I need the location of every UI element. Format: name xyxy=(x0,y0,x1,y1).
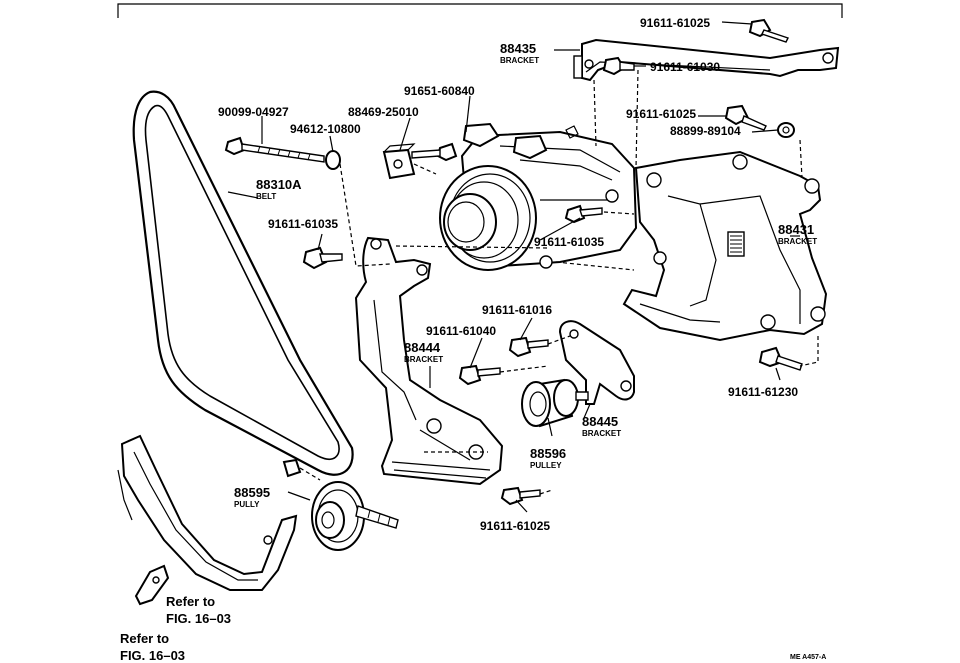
belt-guard-drawing xyxy=(117,434,298,591)
part-label-91611-61030: 91611-61030 xyxy=(650,60,720,74)
part-label-90099-04927: 90099-04927 xyxy=(218,105,289,119)
compressor-drawing xyxy=(439,122,638,271)
part-label-94612-10800: 94612-10800 xyxy=(290,122,361,136)
part-label-88469-25010: 88469-25010 xyxy=(348,105,419,119)
reference-2-line1[interactable]: Refer to xyxy=(120,631,169,646)
bolt-91611-61035-left xyxy=(302,246,343,270)
reference-1-line2[interactable]: FIG. 16–03 xyxy=(166,611,231,626)
part-label-88596: 88596 xyxy=(530,446,566,461)
leader-lines xyxy=(227,21,800,513)
part-label-88595: 88595 xyxy=(234,485,270,500)
part-label-91611-61035-center: 91611-61035 xyxy=(534,235,604,249)
pulley-88596-drawing xyxy=(521,378,589,428)
belt-drawing xyxy=(132,90,354,476)
bolt-91611-61230 xyxy=(758,346,803,371)
bracket-88444-drawing xyxy=(354,236,504,486)
nut-88469-25010 xyxy=(382,143,416,180)
part-label-88444: 88444 xyxy=(404,340,441,355)
bolt-small-left xyxy=(282,458,302,478)
pulley-88595-drawing xyxy=(311,481,399,551)
washer-88899-89104 xyxy=(777,122,795,138)
part-label-91611-61016: 91611-61016 xyxy=(482,303,552,317)
bolt-91611-61030 xyxy=(602,56,635,76)
part-label-91611-61025-top: 91611-61025 xyxy=(640,16,710,30)
clip-drawing xyxy=(134,564,170,606)
part-label-88899-89104: 88899-89104 xyxy=(670,124,741,138)
part-name-88431: BRACKET xyxy=(778,237,817,246)
part-name-88435: BRACKET xyxy=(500,56,539,65)
part-label-91611-61040: 91611-61040 xyxy=(426,324,496,338)
part-name-88596: PULLEY xyxy=(530,461,562,470)
bolt-90099-04927 xyxy=(224,136,325,163)
figure-code: ME A457-A xyxy=(790,654,826,661)
reference-1-line1[interactable]: Refer to xyxy=(166,594,215,609)
bolt-91611-61035-center xyxy=(564,204,603,224)
bolt-91611-61025-top xyxy=(748,18,789,43)
part-name-88310A: BELT xyxy=(256,192,276,201)
bracket-88435-drawing xyxy=(573,38,840,82)
part-name-88445: BRACKET xyxy=(582,429,621,438)
bolt-91611-61040 xyxy=(458,364,501,386)
bolt-91611-61025-right xyxy=(724,104,767,131)
bracket-88445-drawing xyxy=(558,320,635,405)
bolt-91611-61016 xyxy=(508,336,549,358)
dashed-alignment-lines xyxy=(299,69,819,495)
part-label-88435: 88435 xyxy=(500,41,536,56)
reference-2-line2[interactable]: FIG. 16–03 xyxy=(120,648,185,663)
washer-94612-10800 xyxy=(325,150,341,170)
part-label-91611-61025-right: 91611-61025 xyxy=(626,107,696,121)
part-label-91611-61230: 91611-61230 xyxy=(728,385,798,399)
part-name-88444: BRACKET xyxy=(404,355,443,364)
part-label-91611-61025-bottom: 91611-61025 xyxy=(480,519,550,533)
bracket-88431-drawing xyxy=(622,150,828,342)
frame-border xyxy=(117,3,843,18)
part-label-88310A: 88310A xyxy=(256,177,302,192)
part-label-88431: 88431 xyxy=(778,222,814,237)
bolt-91651-60840 xyxy=(411,142,458,162)
bolt-91611-61025-bottom xyxy=(500,486,541,506)
part-name-88595: PULLY xyxy=(234,500,260,509)
part-label-88445: 88445 xyxy=(582,414,618,429)
part-label-91611-61035-left: 91611-61035 xyxy=(268,217,338,231)
part-label-91651-60840: 91651-60840 xyxy=(404,84,475,98)
